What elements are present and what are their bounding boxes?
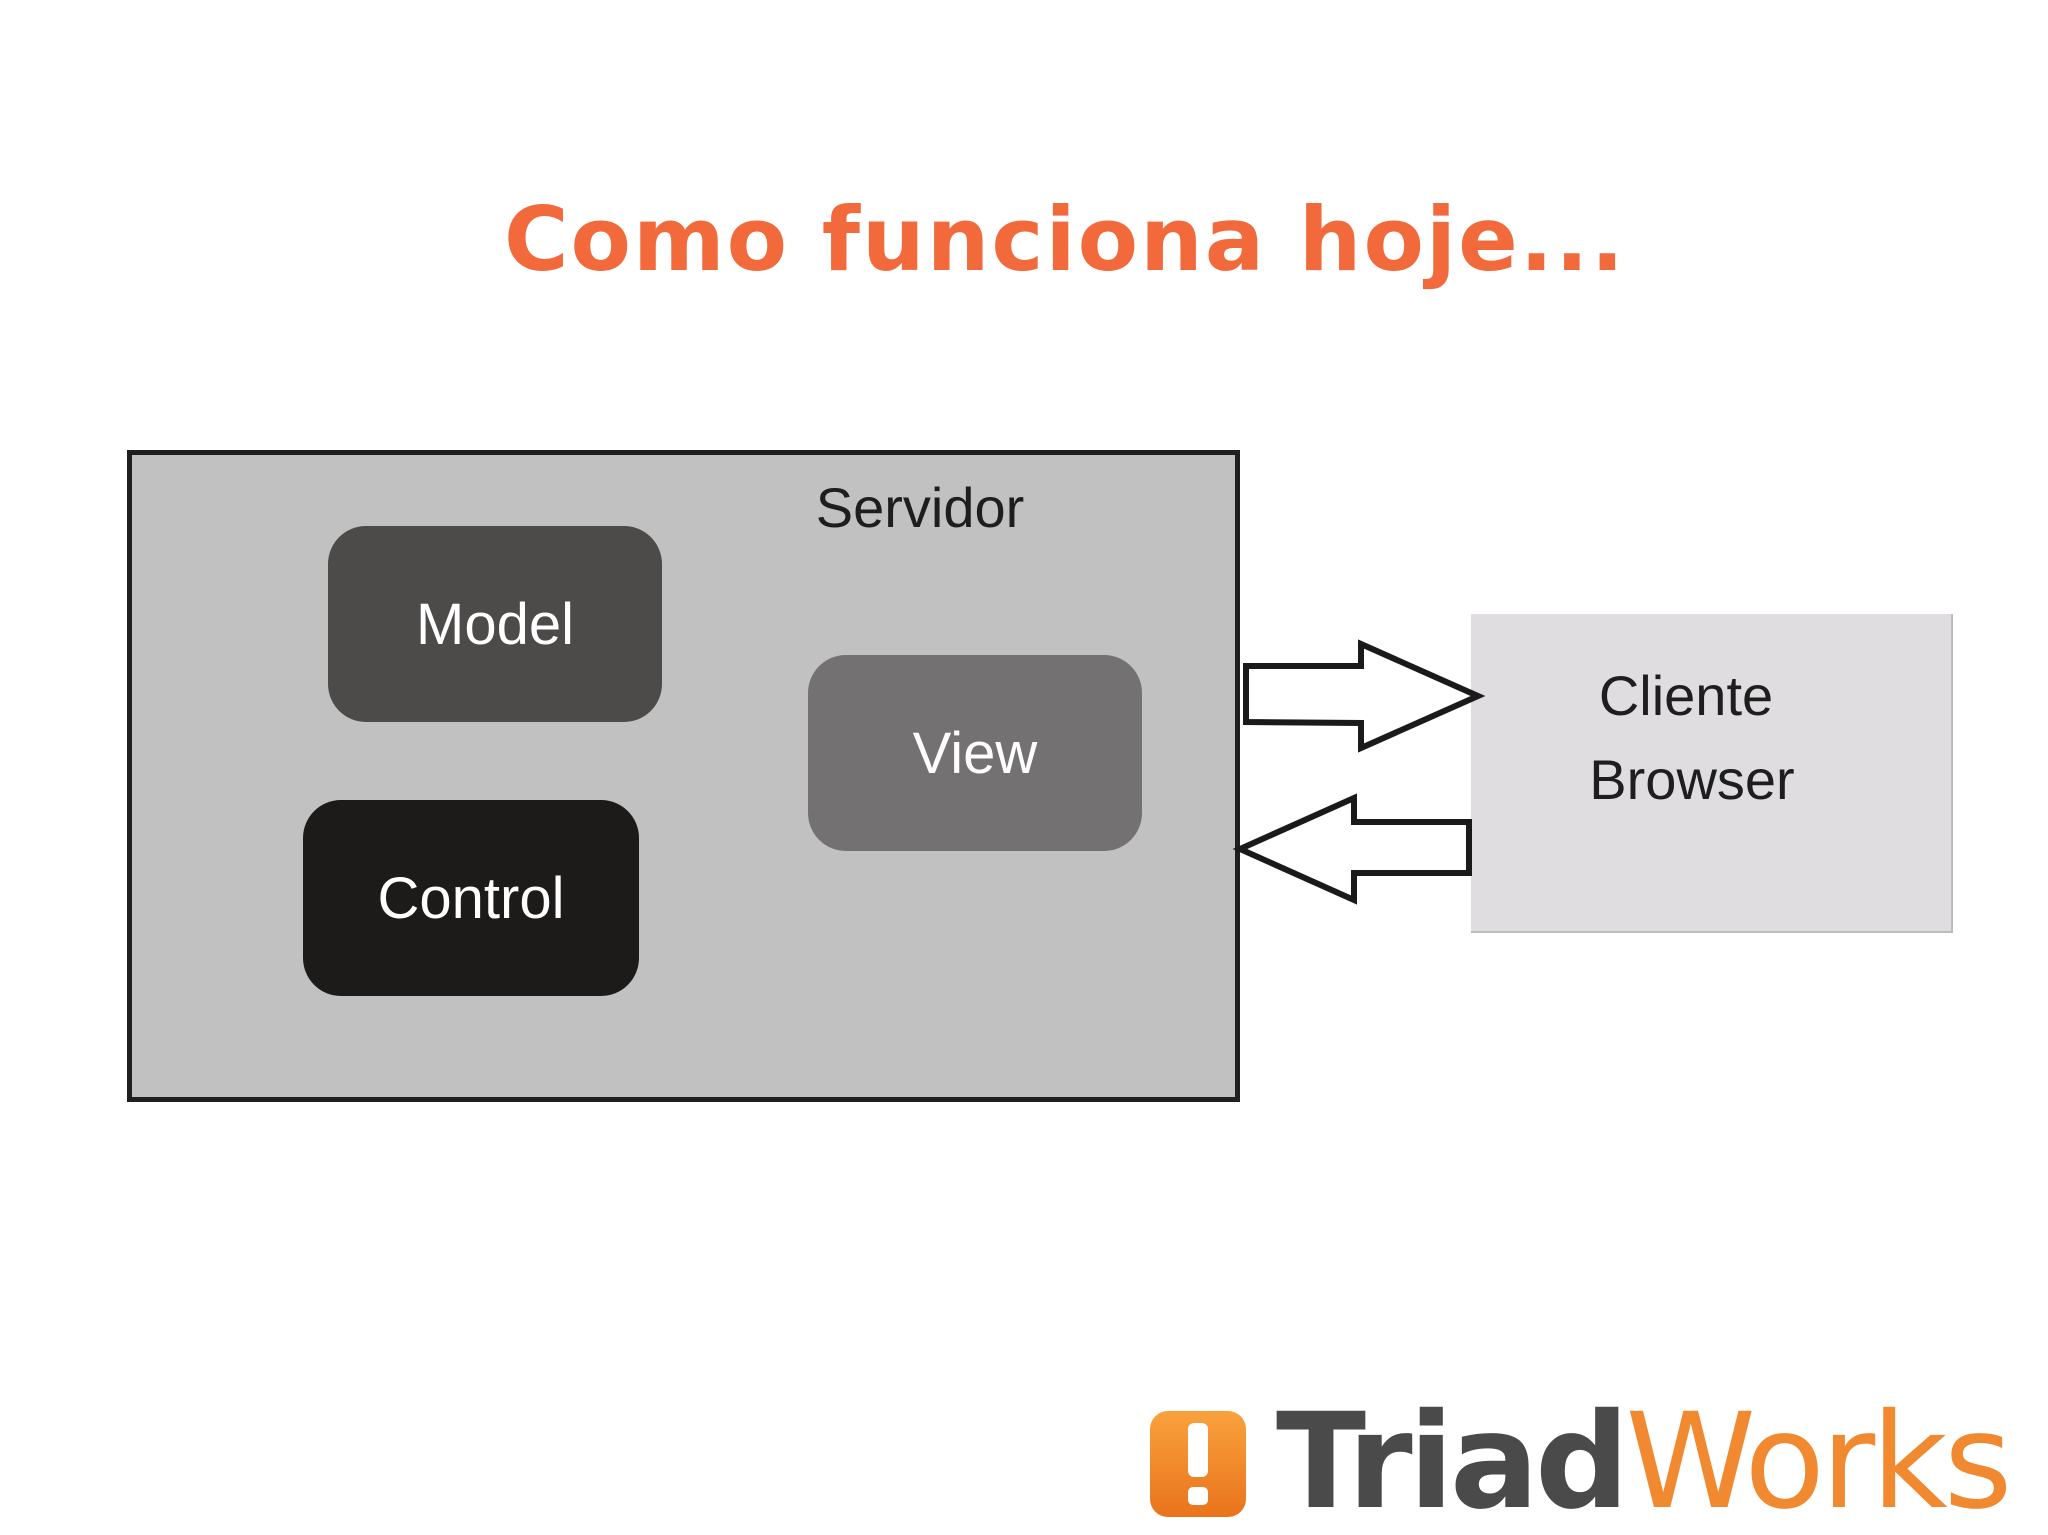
server-label: Servidor	[815, 476, 1025, 539]
control-label: Control	[377, 865, 565, 931]
logo-text-triad: Triad	[1276, 1385, 1629, 1535]
response-arrow-left	[1232, 793, 1472, 905]
model-label: Model	[416, 591, 574, 657]
view-label: View	[912, 720, 1038, 786]
request-arrow-right	[1243, 639, 1486, 753]
client-label-line2: Browser	[1589, 748, 1795, 811]
view-box: View	[808, 655, 1142, 851]
slide-title: Como funciona hoje...	[503, 188, 1627, 291]
client-browser-box	[1471, 614, 1953, 933]
exclamation-logo-icon	[1150, 1411, 1246, 1517]
client-label-line1: Cliente	[1598, 664, 1774, 727]
control-box: Control	[303, 800, 639, 996]
logo-text-works: Works	[1625, 1385, 2012, 1535]
model-box: Model	[328, 526, 662, 722]
